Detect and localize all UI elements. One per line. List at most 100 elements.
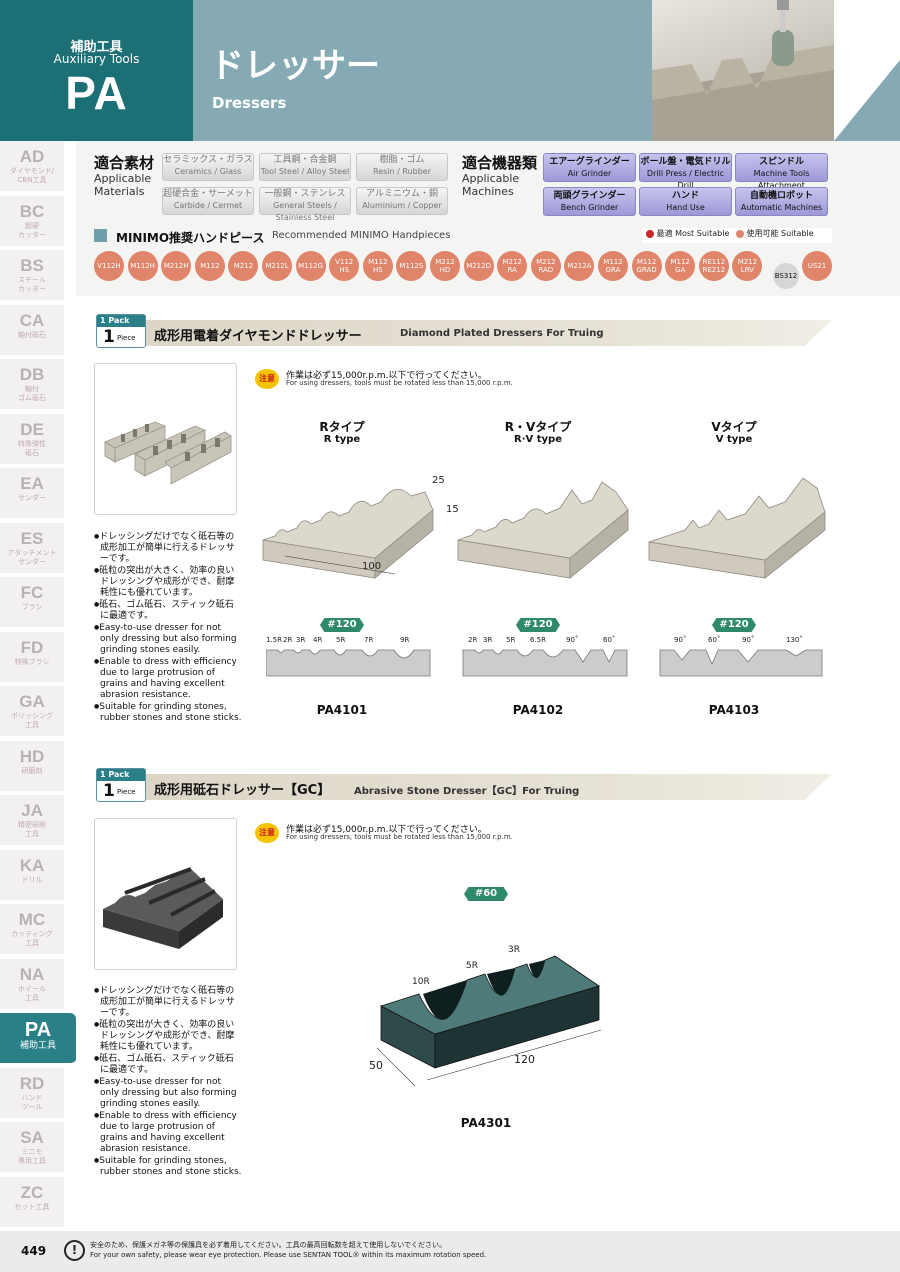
- pack-unit: Piece: [117, 788, 136, 796]
- sidebar-tab-code: BC: [19, 201, 45, 221]
- feature-item: Enable to dress with efficiency due to l…: [94, 656, 242, 701]
- dim-width: 100: [362, 561, 382, 572]
- machine-chip: 自動機ロボット Automatic Machines: [735, 187, 828, 216]
- section1-title-jp: 成形用電着ダイヤモンドドレッサー: [154, 329, 362, 344]
- sidebar-tab-code: AD: [19, 147, 45, 166]
- section1-band: [146, 320, 832, 346]
- profile-label: 7R: [364, 636, 374, 644]
- sidebar-tab-code: CA: [19, 310, 45, 330]
- sidebar-tab-label: 特殊ブラシ: [14, 657, 50, 666]
- minimo-bar: MINIMO推奨ハンドピース Recommended MINIMO Handpi…: [94, 229, 832, 245]
- materials-title: 適合素材: [94, 154, 155, 172]
- profile-label: 9R: [400, 636, 410, 644]
- sidebar-tab-code: KA: [19, 855, 45, 875]
- machine-jp: 自動機ロボット: [749, 191, 813, 201]
- sidebar-tab-code: SA: [20, 1128, 44, 1147]
- profile-label: 5R: [506, 636, 516, 644]
- material-en: Aluminium / Copper: [362, 201, 442, 210]
- handpiece-bs312: BS312: [773, 263, 799, 289]
- sidebar-tab-label: アタッチメント サンダー: [7, 548, 57, 566]
- handpiece-m212l: M212L: [262, 251, 292, 281]
- feature-item: Easy-to-use dresser for not only dressin…: [94, 1076, 242, 1110]
- profile-label: 130˚: [786, 636, 803, 644]
- v-type-drawing: [648, 477, 826, 579]
- handpiece-m212lrv: M212 LRV: [732, 251, 763, 281]
- material-en: Ceramics / Glass: [174, 167, 242, 176]
- pack-num: 1: [103, 781, 115, 801]
- feature-item: Suitable for grinding stones, rubber sto…: [94, 1155, 242, 1178]
- material-jp: 一般鋼・ステンレス: [264, 189, 346, 199]
- material-jp: 超硬合金・サーメット: [163, 189, 253, 199]
- feature-item: 砥石、ゴム砥石、スティック砥石に最適です。: [94, 599, 242, 622]
- material-jp: 工具鋼・合金鋼: [273, 155, 337, 165]
- machine-jp: スピンドル: [758, 157, 804, 167]
- section2-title-en: Abrasive Stone Dresser【GC】For Truing: [354, 786, 580, 797]
- sidebar-tab-label: 研磨剤: [21, 766, 43, 775]
- machine-en: Drill Press / Electric Drill: [646, 169, 725, 190]
- machine-en: Automatic Machines: [740, 203, 823, 212]
- feature-item: Enable to dress with efficiency due to l…: [94, 1110, 242, 1155]
- caution-jp: 作業は必ず15,000r.p.m.以下で行ってください。: [286, 371, 487, 381]
- product-code: PA4101: [316, 703, 368, 717]
- handpiece-v112h: V112H: [94, 251, 124, 281]
- gc-dim-height: 50: [369, 1059, 383, 1072]
- caution-en: For using dressers, tools must be rotate…: [286, 379, 513, 387]
- sidebar-tab-code: HD: [19, 746, 45, 766]
- minimo-title-en: Recommended MINIMO Handpieces: [272, 230, 451, 241]
- section1-header: 1 Pack 1 Piece 成形用電着ダイヤモンドドレッサー Diamond …: [96, 314, 832, 350]
- section2-band: [146, 774, 832, 800]
- category-code: PA: [65, 67, 128, 119]
- gc-product-code: PA4301: [460, 1116, 512, 1130]
- handpiece-re112re212: RE112 RE212: [698, 251, 729, 281]
- legend-use-jp: 使用可能: [746, 229, 779, 238]
- suitable-dot: [735, 229, 744, 238]
- section2-features: ドレッシングだけでなく砥石等の成形加工が簡単に行えるドレッサーです。砥粒の突出が…: [94, 985, 242, 1178]
- handpiece-m112ga: M112 GA: [665, 251, 696, 281]
- sidebar-tab-label: ハンド ツール: [21, 1093, 43, 1111]
- sidebar-tab-label: ポリッシング 工具: [11, 712, 53, 729]
- caution-badge: 注意: [255, 369, 279, 389]
- profile-label: 90˚: [742, 636, 755, 644]
- machine-jp: ハンド: [671, 191, 699, 201]
- sidebar-tab-label: 補助工具: [19, 1041, 56, 1051]
- section1-drawings: [262, 477, 826, 579]
- sidebar-tab-code: FC: [20, 583, 44, 602]
- product-type-en: R type: [323, 434, 361, 445]
- sidebar-tab-label: 特殊弾性 砥石: [18, 439, 46, 457]
- pack-top: 1 Pack: [97, 315, 145, 327]
- product-code: PA4103: [708, 703, 760, 717]
- caution-jp: 作業は必ず15,000r.p.m.以下で行ってください。: [286, 825, 487, 835]
- product-type-jp: R・Vタイプ: [504, 420, 572, 434]
- product-type-en: R·V type: [514, 434, 562, 445]
- handpiece-m112s: M112S: [396, 251, 427, 281]
- feature-item: ドレッシングだけでなく砥石等の成形加工が簡単に行えるドレッサーです。: [94, 531, 242, 565]
- header-product-photo: [652, 0, 834, 141]
- gc-dresser-drawing: [376, 955, 602, 1087]
- machine-en: Bench Grinder: [560, 203, 619, 212]
- handpiece-m112hs: M112 HS: [362, 251, 393, 281]
